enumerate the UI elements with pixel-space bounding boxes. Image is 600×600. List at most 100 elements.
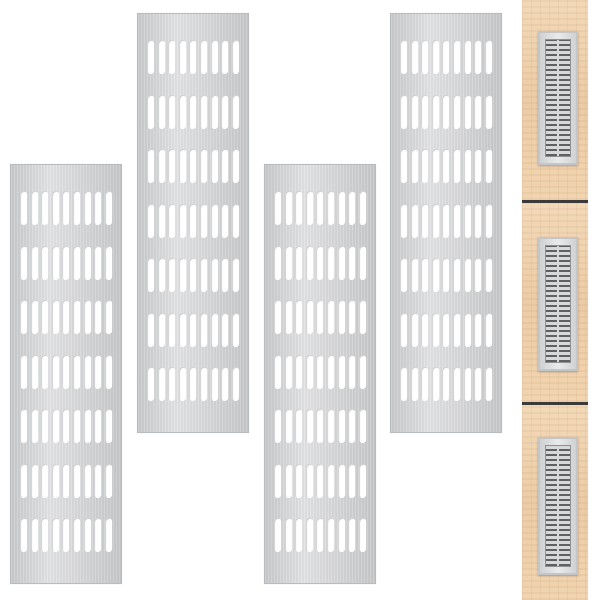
vent-slot	[295, 463, 303, 498]
vent-slot	[431, 367, 439, 401]
vent-slot	[463, 203, 471, 238]
panel-gap	[522, 402, 588, 405]
vent-slot	[189, 203, 197, 238]
vent-slot	[30, 300, 38, 334]
slot-grid	[400, 40, 492, 422]
vent-slot	[284, 518, 292, 552]
vent-slot	[30, 354, 38, 389]
vent-slot	[83, 300, 91, 334]
vent-slot	[210, 203, 218, 238]
vent-slot	[104, 354, 112, 389]
vent-slot	[30, 463, 38, 498]
vent-slot	[41, 409, 49, 443]
vent-slot	[400, 40, 408, 74]
vent-slot	[410, 203, 418, 238]
vent-slot	[51, 191, 59, 225]
vent-slot	[210, 367, 218, 401]
vent-slot	[30, 191, 38, 225]
vent-slot	[274, 463, 282, 498]
vent-slot	[274, 409, 282, 443]
vent-slot	[30, 518, 38, 552]
vent-slot	[104, 245, 112, 280]
installed-vent-3	[538, 437, 578, 575]
vent-slot	[168, 149, 176, 183]
vent-slot	[189, 312, 197, 347]
vent-slot	[421, 203, 429, 238]
vent-slot	[348, 409, 356, 443]
vent-slot	[73, 191, 81, 225]
vent-slot	[30, 409, 38, 443]
vent-slot	[337, 300, 345, 334]
vent-slot	[189, 258, 197, 292]
vent-slot	[51, 409, 59, 443]
vent-slot	[316, 463, 324, 498]
vent-slot	[210, 94, 218, 129]
vent-slot	[358, 245, 366, 280]
vent-slot	[358, 191, 366, 225]
vent-slot	[484, 367, 492, 401]
vent-slot	[94, 191, 102, 225]
vent-slot	[421, 367, 429, 401]
vent-slot	[284, 354, 292, 389]
vent-slot	[104, 463, 112, 498]
vent-slot	[83, 191, 91, 225]
vent-slot	[327, 463, 335, 498]
vent-slot	[410, 94, 418, 129]
vent-slot	[20, 409, 28, 443]
vent-slot	[337, 463, 345, 498]
vent-slot	[410, 258, 418, 292]
vent-slot	[221, 94, 229, 129]
vent-slot	[147, 94, 155, 129]
vent-slot	[168, 203, 176, 238]
vent-slot	[442, 94, 450, 129]
vent-grille-4	[390, 13, 502, 433]
vent-slot	[157, 258, 165, 292]
vent-slot	[284, 463, 292, 498]
vent-slot	[284, 191, 292, 225]
vent-slot	[327, 245, 335, 280]
vent-slot	[30, 245, 38, 280]
vent-slot	[453, 40, 461, 74]
vent-slot	[178, 203, 186, 238]
vent-slot	[337, 409, 345, 443]
vent-slot	[305, 518, 313, 552]
vent-slot	[41, 245, 49, 280]
vent-slot	[178, 149, 186, 183]
vent-slot	[104, 518, 112, 552]
vent-slot	[41, 300, 49, 334]
installed-vent-grille	[545, 39, 571, 157]
vent-slot	[221, 367, 229, 401]
vent-slot	[463, 94, 471, 129]
vent-slot	[51, 463, 59, 498]
vent-slot	[147, 312, 155, 347]
vent-slot	[463, 40, 471, 74]
vent-slot	[316, 409, 324, 443]
vent-slot	[348, 191, 356, 225]
vent-slot	[157, 312, 165, 347]
vent-slot	[327, 409, 335, 443]
vent-slot	[41, 463, 49, 498]
vent-grille-2	[137, 13, 249, 433]
vent-slot	[474, 312, 482, 347]
vent-slot	[168, 40, 176, 74]
vent-grille-1	[10, 164, 122, 584]
vent-slot	[73, 354, 81, 389]
vent-slot	[484, 312, 492, 347]
vent-slot	[231, 258, 239, 292]
vent-slot	[200, 312, 208, 347]
vent-slot	[200, 149, 208, 183]
vent-slot	[200, 40, 208, 74]
vent-slot	[358, 300, 366, 334]
vent-slot	[41, 191, 49, 225]
vent-slot	[274, 245, 282, 280]
vent-slot	[83, 245, 91, 280]
vent-slot	[410, 367, 418, 401]
vent-slot	[474, 40, 482, 74]
vent-slot	[295, 300, 303, 334]
vent-slot	[431, 94, 439, 129]
vent-slot	[284, 300, 292, 334]
vent-slot	[189, 40, 197, 74]
vent-slot	[178, 312, 186, 347]
vent-slot	[73, 409, 81, 443]
vent-slot	[274, 300, 282, 334]
